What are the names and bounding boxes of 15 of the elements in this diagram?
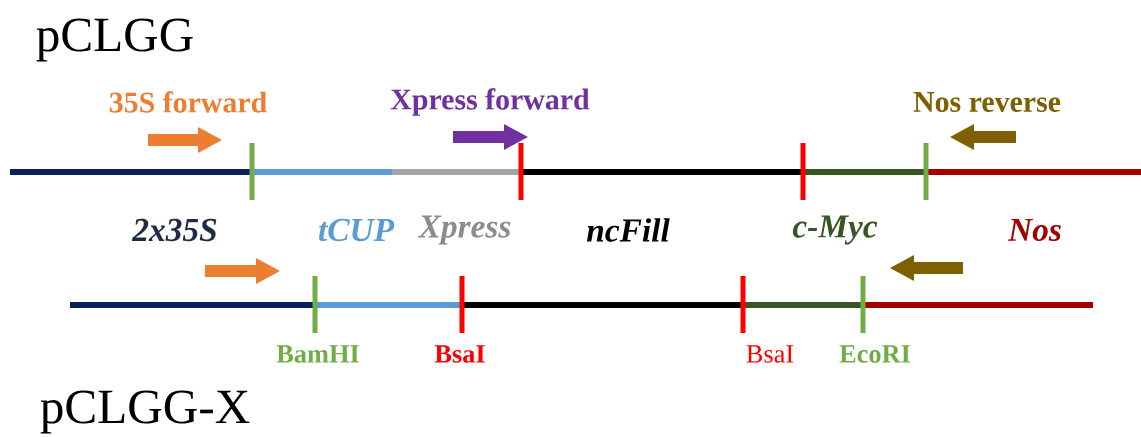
primer-label: 35S forward: [109, 91, 267, 113]
restriction-site-label: BsaI: [434, 345, 485, 363]
primer-label: Nos reverse: [913, 92, 1061, 112]
restriction-site-label: BamHI: [276, 345, 359, 363]
construct-name: pCLGG-X: [40, 390, 250, 434]
primer-label: Xpress forward: [390, 88, 590, 116]
segment-label: tCUP: [319, 218, 395, 242]
restriction-site-label: EcoRI: [839, 345, 910, 363]
segment-label: ncFill: [586, 218, 670, 242]
segment-label: c-Myc: [792, 215, 878, 245]
construct-name: pCLGG: [36, 18, 193, 62]
segment-label: Xpress: [417, 215, 511, 245]
restriction-site-label: BsaI: [746, 345, 794, 363]
segment-label: 2x35S: [131, 218, 217, 242]
segment-label: Nos: [1007, 218, 1061, 242]
